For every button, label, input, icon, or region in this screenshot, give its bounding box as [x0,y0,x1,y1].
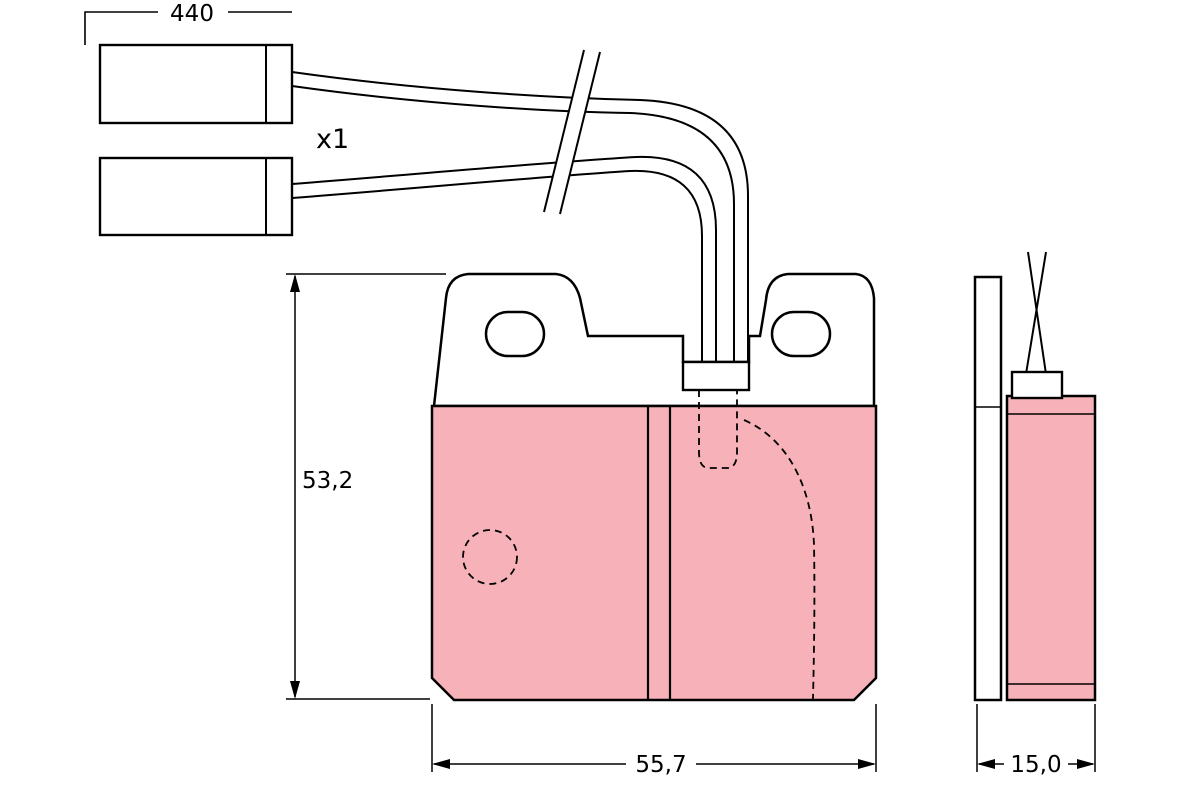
arrowhead-up [290,274,300,292]
arrowhead-left [432,759,450,769]
height-label: 53,2 [302,468,353,494]
wire-line [291,155,717,364]
connector-plug-lower [98,156,294,237]
cable-length-dimension: 440 [84,0,292,45]
quantity-label: x1 [316,124,349,155]
arrowhead-right [858,759,876,769]
connector-plug-upper [98,43,294,125]
cable-break-symbol [543,49,601,215]
height-dimension: 53,2 [286,273,446,700]
label-backing [1004,750,1068,780]
hidden-circle [462,529,518,585]
connector-plugs: x1 [98,43,349,237]
label-backing [158,0,228,27]
pad-front-view [430,272,878,702]
arrowhead-down [290,681,300,699]
wear-sensor-connector-side [1010,370,1064,400]
left-lug-hole [484,310,546,358]
cable-length-label: 440 [170,1,214,27]
cable-break-slash [543,49,585,213]
wiring-harness [291,71,749,364]
thickness-label: 15,0 [1010,752,1061,778]
arrowhead-left [977,759,995,769]
sensor-wire-line [1027,251,1047,375]
backing-plate-side [973,275,1003,702]
wear-sensor-connector [681,360,751,392]
label-backing [626,750,696,780]
thickness-dimension: 15,0 [976,704,1096,780]
cable-break-slash [559,51,601,215]
wire-line [291,71,749,364]
right-lug-hole [770,310,832,358]
wire-line [291,169,703,364]
cable-break-mask [544,50,600,214]
arrowhead-right [1077,759,1095,769]
pad-side-view [973,251,1097,702]
width-label: 55,7 [635,752,686,778]
friction-material-side [1005,394,1097,702]
width-dimension: 55,7 [431,704,877,780]
friction-material [430,404,878,702]
wire-line [291,85,735,364]
